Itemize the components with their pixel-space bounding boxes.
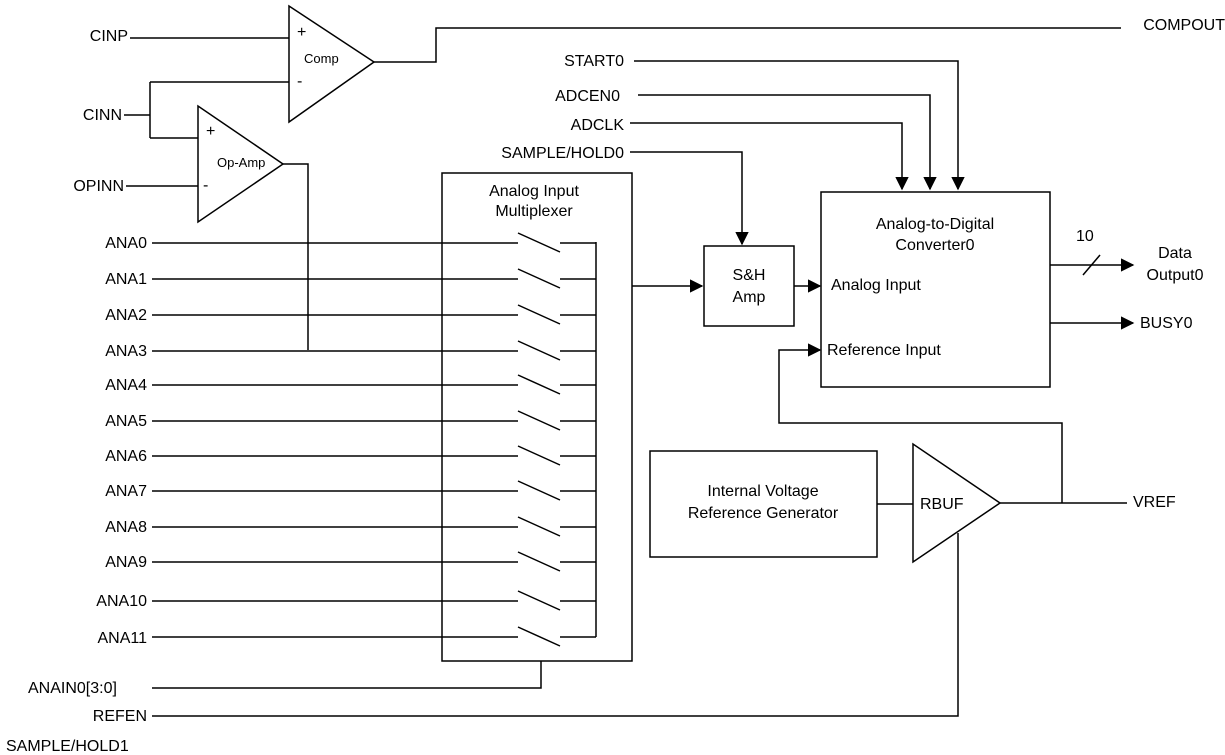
start0-label: START0	[564, 53, 624, 70]
adclk-label: ADCLK	[571, 117, 625, 134]
anain0-wire	[152, 661, 542, 689]
vref-label: VREF	[1133, 494, 1176, 511]
ana5-label: ANA5	[105, 413, 147, 430]
ana7-label: ANA7	[105, 483, 147, 500]
adclk-wire	[630, 122, 909, 191]
ana3-label: ANA3	[105, 343, 147, 360]
ana2-switch	[517, 304, 596, 325]
vref-gen-line2: Reference Generator	[688, 505, 839, 522]
ana1-switch	[517, 268, 596, 289]
opamp-plus-sign: +	[206, 123, 215, 140]
cinn-wire	[124, 81, 289, 139]
data-output-label-line1: Data	[1158, 245, 1192, 262]
refen-wire	[152, 533, 959, 717]
sh-amp-block	[703, 245, 795, 327]
opamp-label: Op-Amp	[217, 155, 265, 170]
ana9-label: ANA9	[105, 554, 147, 571]
comparator-minus-sign: -	[297, 73, 302, 90]
sample-hold1-label: SAMPLE/HOLD1	[6, 738, 129, 755]
cinp-label: CINP	[90, 28, 128, 45]
reference-feedback-wire	[778, 343, 1063, 503]
start0-wire	[634, 60, 965, 191]
ana10-switch	[517, 590, 596, 611]
sh-amp-line2: Amp	[733, 289, 766, 306]
analog-input-row-9: ANA9	[105, 551, 596, 572]
opinn-label: OPINN	[73, 178, 124, 195]
analog-input-row-11: ANA11	[97, 626, 596, 647]
adc-block	[820, 191, 1051, 388]
analog-input-row-1: ANA1	[105, 268, 596, 289]
opamp-minus-sign: -	[203, 177, 208, 194]
ana7-switch	[517, 480, 596, 501]
ana6-label: ANA6	[105, 448, 147, 465]
analog-input-row-3: ANA3	[105, 340, 596, 361]
analog-input-row-6: ANA6	[105, 445, 596, 466]
ana10-label: ANA10	[96, 593, 147, 610]
analog-input-row-2: ANA2	[105, 304, 596, 325]
ana4-label: ANA4	[105, 377, 147, 394]
ana8-label: ANA8	[105, 519, 147, 536]
ana3-switch	[517, 340, 596, 361]
ana8-switch	[517, 516, 596, 537]
ana6-switch	[517, 445, 596, 466]
sh-amp-line1: S&H	[733, 267, 766, 284]
analog-input-row-7: ANA7	[105, 480, 596, 501]
anain0-label: ANAIN0[3:0]	[28, 680, 117, 697]
busy0-label: BUSY0	[1140, 315, 1193, 332]
ana2-label: ANA2	[105, 307, 147, 324]
analog-input-multiplexer	[441, 172, 633, 662]
adc-title-line1: Analog-to-Digital	[876, 216, 994, 233]
ana11-label: ANA11	[97, 630, 147, 647]
comparator-label: Comp	[304, 51, 339, 66]
analog-input-row-8: ANA8	[105, 516, 596, 537]
ana5-switch	[517, 410, 596, 431]
internal-voltage-reference-generator	[649, 450, 878, 558]
adc-reference-input-port: Reference Input	[827, 342, 941, 359]
ana0-switch	[517, 232, 596, 253]
sample-hold0-label: SAMPLE/HOLD0	[501, 145, 624, 162]
ana4-switch	[517, 374, 596, 395]
opamp-output-wire	[283, 163, 309, 350]
opamp-triangle	[197, 104, 285, 224]
data-bus-slash	[1082, 254, 1101, 276]
adcen0-wire	[638, 94, 937, 191]
adc-analog-input-port: Analog Input	[831, 277, 921, 294]
compout-label: COMPOUT	[1143, 17, 1225, 34]
analog-input-row-4: ANA4	[105, 374, 596, 395]
ana1-label: ANA1	[105, 271, 147, 288]
comparator-plus-sign: +	[297, 24, 306, 41]
rbuf-label: RBUF	[920, 496, 964, 513]
analog-input-row-5: ANA5	[105, 410, 596, 431]
adcen0-label: ADCEN0	[555, 88, 620, 105]
ana0-label: ANA0	[105, 235, 147, 252]
analog-input-row-0: ANA0	[105, 232, 596, 253]
vref-gen-line1: Internal Voltage	[707, 483, 818, 500]
sample-hold0-wire	[630, 151, 749, 246]
ana9-switch	[517, 551, 596, 572]
adc-title-line2: Converter0	[895, 237, 974, 254]
rbuf-buffer	[912, 442, 1002, 564]
analog-input-row-10: ANA10	[96, 590, 596, 611]
cinn-label: CINN	[83, 107, 122, 124]
comparator-triangle	[288, 4, 376, 124]
mux-title-line2: Multiplexer	[495, 203, 573, 220]
data-output-label-line2: Output0	[1147, 267, 1204, 284]
refen-label: REFEN	[93, 708, 147, 725]
mux-title-line1: Analog Input	[489, 183, 579, 200]
compout-wire	[374, 27, 1121, 63]
bus-width-label: 10	[1076, 228, 1094, 245]
ana11-switch	[517, 626, 596, 647]
